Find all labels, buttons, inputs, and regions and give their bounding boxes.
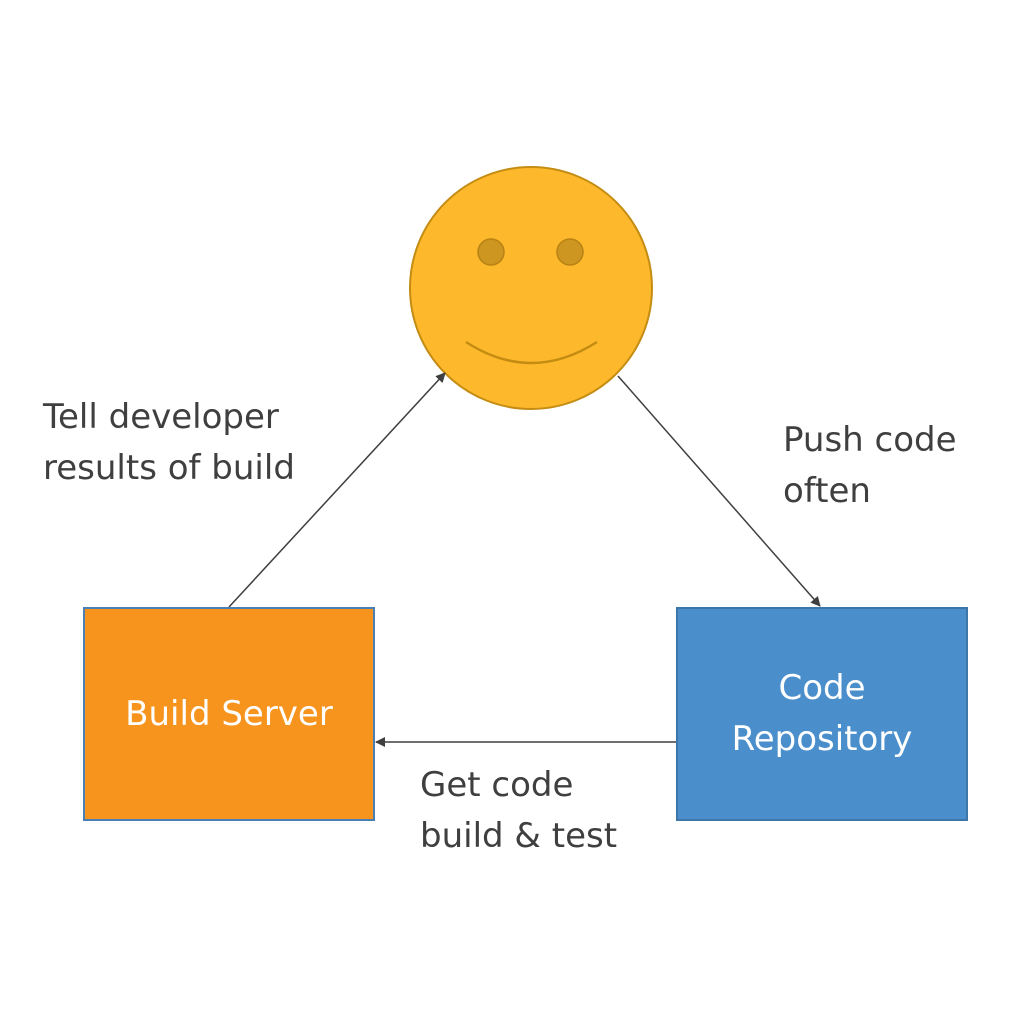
smiley-right-eye (556, 238, 584, 266)
build-server-label: Build Server (125, 693, 333, 734)
edge-label-push-code: Push code often (783, 415, 957, 517)
code-repository-label: Code Repository (732, 663, 913, 765)
code-repository-line1: Code (778, 668, 866, 708)
edge-label-tell-developer: Tell developer results of build (43, 392, 295, 494)
arrow-developer-to-repo (617, 375, 821, 607)
smiley-mouth (465, 340, 598, 365)
edge-label-push-line2: often (783, 471, 871, 511)
code-repository-box: Code Repository (676, 607, 968, 821)
developer-smiley-icon (409, 166, 653, 410)
edge-label-tell-line1: Tell developer (43, 397, 279, 437)
edge-label-get-line1: Get code (420, 765, 574, 805)
build-server-box: Build Server (83, 607, 375, 821)
smiley-left-eye (477, 238, 505, 266)
arrow-build-server-to-developer (228, 372, 446, 608)
edge-label-get-line2: build & test (420, 816, 618, 856)
code-repository-line2: Repository (731, 719, 913, 759)
edge-label-push-line1: Push code (783, 420, 957, 460)
smiley-face-circle (409, 166, 653, 410)
edge-label-tell-line2: results of build (43, 448, 295, 488)
edge-label-get-code: Get code build & test (420, 760, 617, 862)
